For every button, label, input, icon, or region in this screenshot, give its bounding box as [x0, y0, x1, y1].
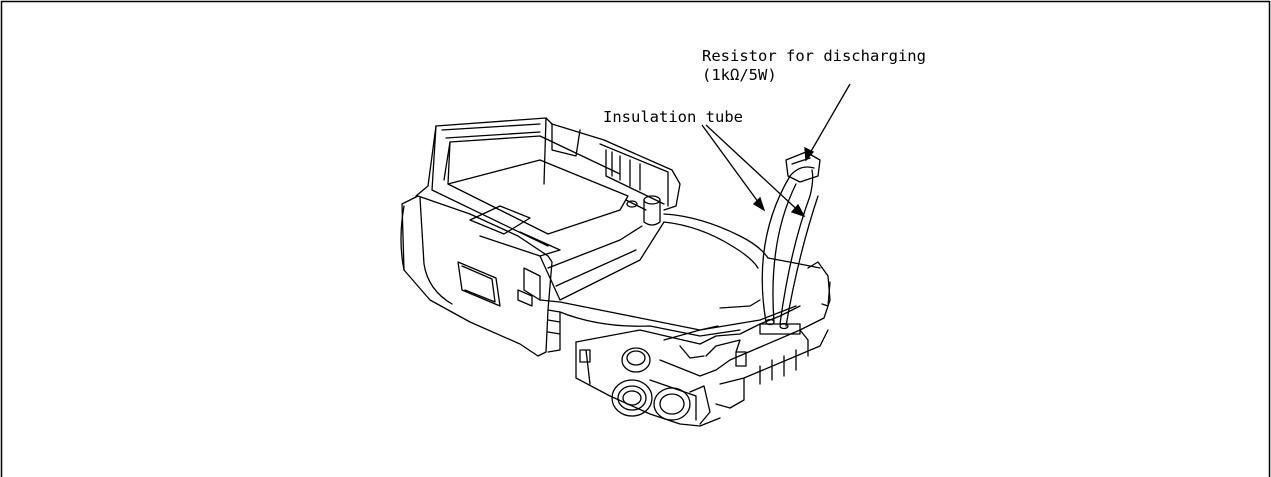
chassis-drawing [400, 117, 831, 427]
leader-lines [701, 83, 851, 218]
resistor-spec-label: (1kΩ/5W) [702, 66, 777, 84]
insulation-leader-left [701, 124, 765, 211]
resistor-leader [805, 83, 851, 161]
insulation-tube-label: Insulation tube [603, 108, 743, 126]
resistor-callout-label: Resistor for discharging [702, 47, 926, 65]
insulation-leader-right [705, 124, 805, 217]
